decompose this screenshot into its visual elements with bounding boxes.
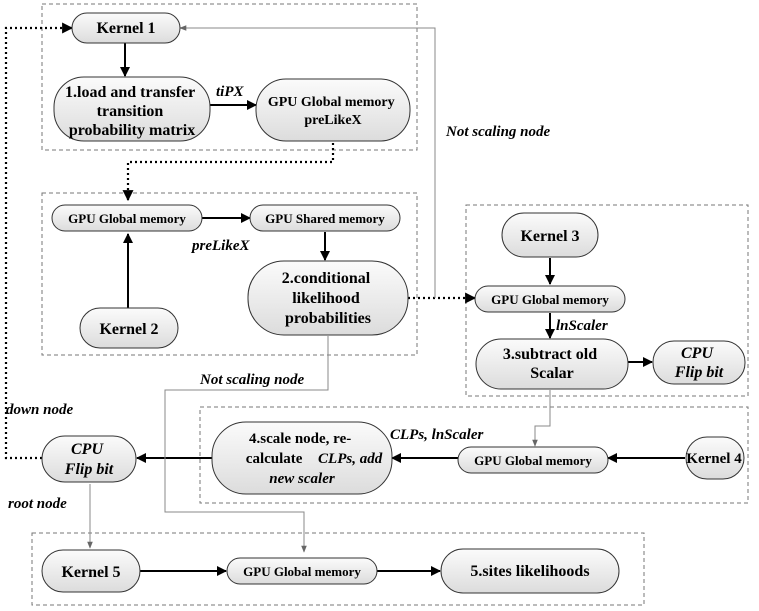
load-transfer-line3: probability matrix [69, 122, 195, 139]
node-kernel-2 [79, 307, 179, 349]
node-gpu-global-5 [226, 557, 378, 585]
sites-label: 5.sites likelihoods [470, 563, 589, 580]
node-gpu-global-4 [457, 446, 609, 474]
edge-not-scaling-mid [164, 336, 329, 553]
gpu-global-prelikex-line1: GPU Global memory [268, 95, 395, 110]
edge-not-scaling-top [179, 25, 436, 298]
load-transfer-line1: 1.load and transfer [65, 84, 195, 101]
edge-label-clps-lnscaler: CLPs, lnScaler [390, 427, 484, 443]
edge-label-lnscaler: lnScaler [556, 318, 608, 334]
group-box-4 [199, 406, 749, 504]
gpu-global-prelikex-label: GPU Global memory preLikeX [268, 95, 398, 128]
cpu-flip-right-label: CPU Flip bit [674, 345, 724, 381]
gpu-global-2-label: GPU Global memory [68, 211, 186, 226]
node-cpu-flip-right [652, 340, 746, 385]
edge-label-not-scaling-mid: Not scaling node [199, 372, 305, 388]
edge-subtract-global4 [532, 390, 551, 447]
node-scale [211, 421, 393, 495]
group-box-1 [41, 3, 418, 151]
conditional-label: 2.conditional likelihood probabilities [282, 270, 374, 327]
subtract-line1: 3.subtract old [503, 346, 597, 363]
kernel-5-label: Kernel 5 [61, 564, 120, 581]
cpu-flip-right-line1: CPU [681, 345, 714, 362]
node-gpu-global-3 [474, 285, 626, 313]
node-subtract [475, 338, 629, 390]
scale-line3: new scaler [269, 471, 335, 487]
kernel-4-label: Kernel 4 [686, 451, 742, 467]
scale-label: 4.scale node, re- calculate CLPs, add ne… [246, 431, 386, 487]
gpu-global-prelikex-line2: preLikeX [304, 113, 361, 128]
edge-label-root-node: root node [8, 496, 67, 512]
cpu-flip-right-line2: Flip bit [674, 364, 724, 381]
conditional-line2: likelihood [292, 290, 360, 307]
load-transfer-line2: transition [97, 103, 164, 120]
scale-line2a: calculate [246, 451, 306, 467]
scale-line1: 4.scale node, re- [249, 431, 351, 447]
gpu-global-5-label: GPU Global memory [243, 564, 361, 579]
load-transfer-label: 1.load and transfer transition probabili… [65, 84, 199, 139]
cpu-flip-left-line2: Flip bit [64, 461, 114, 478]
gpu-shared-label: GPU Shared memory [265, 211, 385, 226]
node-conditional [247, 260, 409, 336]
node-kernel-4 [685, 436, 745, 480]
subtract-label: 3.subtract old Scalar [503, 346, 601, 382]
edge-dotted-down-node [4, 22, 74, 460]
group-box-5 [31, 532, 645, 606]
node-kernel-3 [501, 212, 599, 258]
kernel-3-label: Kernel 3 [520, 228, 579, 245]
edge-label-down-node: down node [6, 402, 73, 418]
node-gpu-global-prelikex [255, 78, 411, 142]
gpu-global-3-label: GPU Global memory [491, 292, 609, 307]
edge-label-not-scaling-top: Not scaling node [445, 124, 551, 140]
edge-label-tipx: tiPX [216, 84, 244, 100]
kernel-1-label: Kernel 1 [96, 20, 155, 37]
conditional-line1: 2.conditional [282, 270, 371, 287]
node-gpu-global-2 [51, 204, 203, 232]
node-sites [440, 548, 620, 594]
conditional-line3: probabilities [285, 310, 371, 327]
kernel-2-label: Kernel 2 [99, 321, 158, 338]
node-kernel-5 [41, 549, 141, 593]
node-kernel-1 [71, 12, 181, 44]
cpu-flip-left-line1: CPU [71, 441, 104, 458]
scale-line2b: CLPs, add [318, 451, 383, 467]
node-gpu-shared [249, 204, 401, 232]
node-cpu-flip-left [41, 435, 137, 483]
edge-label-prelikex: preLikeX [190, 238, 250, 254]
edge-dotted-prelikex-down [122, 143, 335, 202]
gpu-global-4-label: GPU Global memory [474, 453, 592, 468]
subtract-line2: Scalar [530, 365, 574, 382]
cpu-flip-left-label: CPU Flip bit [64, 441, 114, 478]
group-box-2 [41, 192, 418, 356]
node-load-transfer [53, 76, 211, 142]
